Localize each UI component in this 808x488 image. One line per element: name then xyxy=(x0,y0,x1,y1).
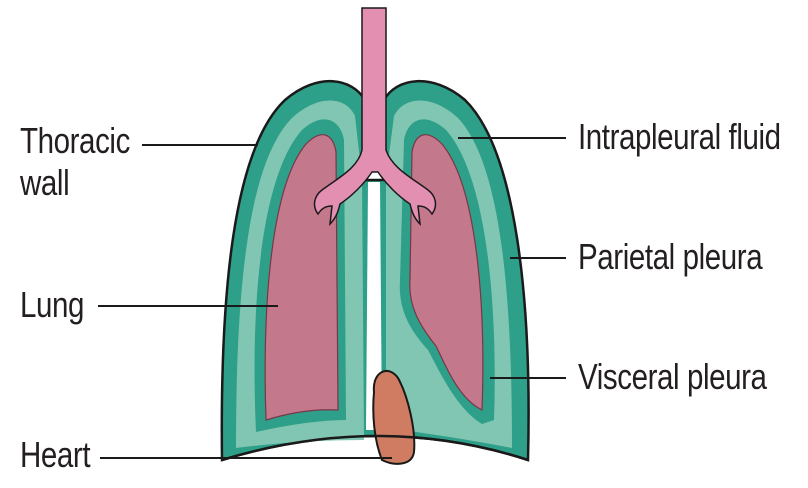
label-thoracic-wall-line2: wall xyxy=(20,162,130,204)
label-intrapleural-fluid: Intrapleural fluid xyxy=(578,116,781,158)
label-heart: Heart xyxy=(20,434,90,476)
label-thoracic-wall-line1: Thoracic xyxy=(20,120,130,162)
label-parietal-pleura: Parietal pleura xyxy=(578,236,762,278)
label-lung: Lung xyxy=(20,284,84,326)
label-thoracic-wall: Thoracic wall xyxy=(20,120,130,204)
label-visceral-pleura: Visceral pleura xyxy=(578,356,767,398)
